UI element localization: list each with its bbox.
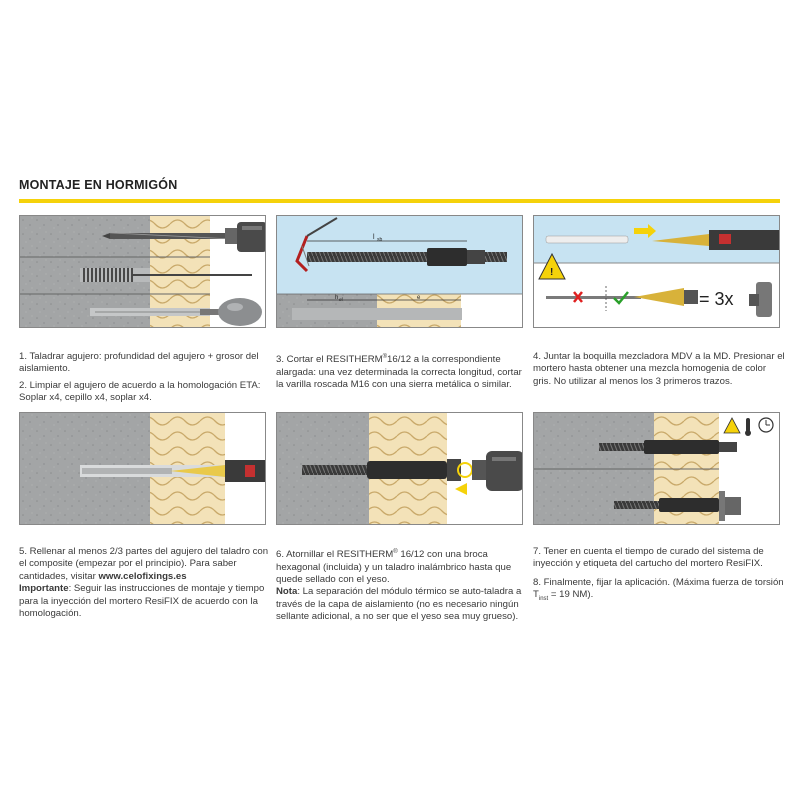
caption-step-5: 5. Rellenar al menos 2/3 partes del aguj… bbox=[19, 546, 271, 624]
caption-step-3: 3. Cortar el RESITHERM®16/12 a la corres… bbox=[276, 351, 528, 395]
panel-cut-rod: l sb h ef e bbox=[276, 215, 523, 328]
step-7: 7. Tener en cuenta el tiempo de curado d… bbox=[533, 546, 785, 571]
step-6-note: Nota: La separación del módulo térmico s… bbox=[276, 586, 528, 623]
step-3: 3. Cortar el RESITHERM®16/12 a la corres… bbox=[276, 351, 528, 391]
panel-drill-and-clean bbox=[19, 215, 266, 328]
times-label: = 3x bbox=[699, 289, 734, 309]
step-2: 2. Limpiar el agujero de acuerdo a la ho… bbox=[19, 380, 271, 405]
thermal-module-icon bbox=[427, 248, 485, 266]
step-1: 1. Taladrar agujero: profundidad del agu… bbox=[19, 351, 271, 376]
step-5: 5. Rellenar al menos 2/3 partes del aguj… bbox=[19, 546, 271, 583]
label-hef: h bbox=[335, 295, 338, 301]
page-title: MONTAJE EN HORMIGÓN bbox=[19, 178, 177, 192]
svg-text:sb: sb bbox=[377, 237, 383, 243]
panel-cure-and-fix bbox=[533, 412, 780, 525]
drill-bit-icon bbox=[102, 233, 235, 239]
step-6: 6. Atornillar el RESITHERM® 16/12 con un… bbox=[276, 546, 528, 586]
caption-step-4: 4. Juntar la boquilla mezcladora MDV a l… bbox=[533, 351, 785, 392]
caption-steps-7-8: 7. Tener en cuenta el tiempo de curado d… bbox=[533, 546, 785, 610]
hand-gun-icon bbox=[749, 282, 772, 317]
step-4: 4. Juntar la boquilla mezcladora MDV a l… bbox=[533, 351, 785, 388]
panel-mix-nozzle: ! = 3x bbox=[533, 215, 780, 328]
title-rule bbox=[19, 199, 780, 203]
caption-steps-1-2: 1. Taladrar agujero: profundidad del agu… bbox=[19, 351, 271, 409]
panel-inject bbox=[19, 412, 266, 525]
step-8: 8. Finalmente, fijar la aplicación. (Máx… bbox=[533, 577, 785, 606]
website-link[interactable]: www.celofixings.es bbox=[98, 571, 186, 582]
svg-text:!: ! bbox=[550, 267, 553, 278]
panel-screw-in bbox=[276, 412, 523, 525]
caption-step-6: 6. Atornillar el RESITHERM® 16/12 con un… bbox=[276, 546, 528, 628]
important-note: Importante: Seguir las instrucciones de … bbox=[19, 583, 271, 620]
